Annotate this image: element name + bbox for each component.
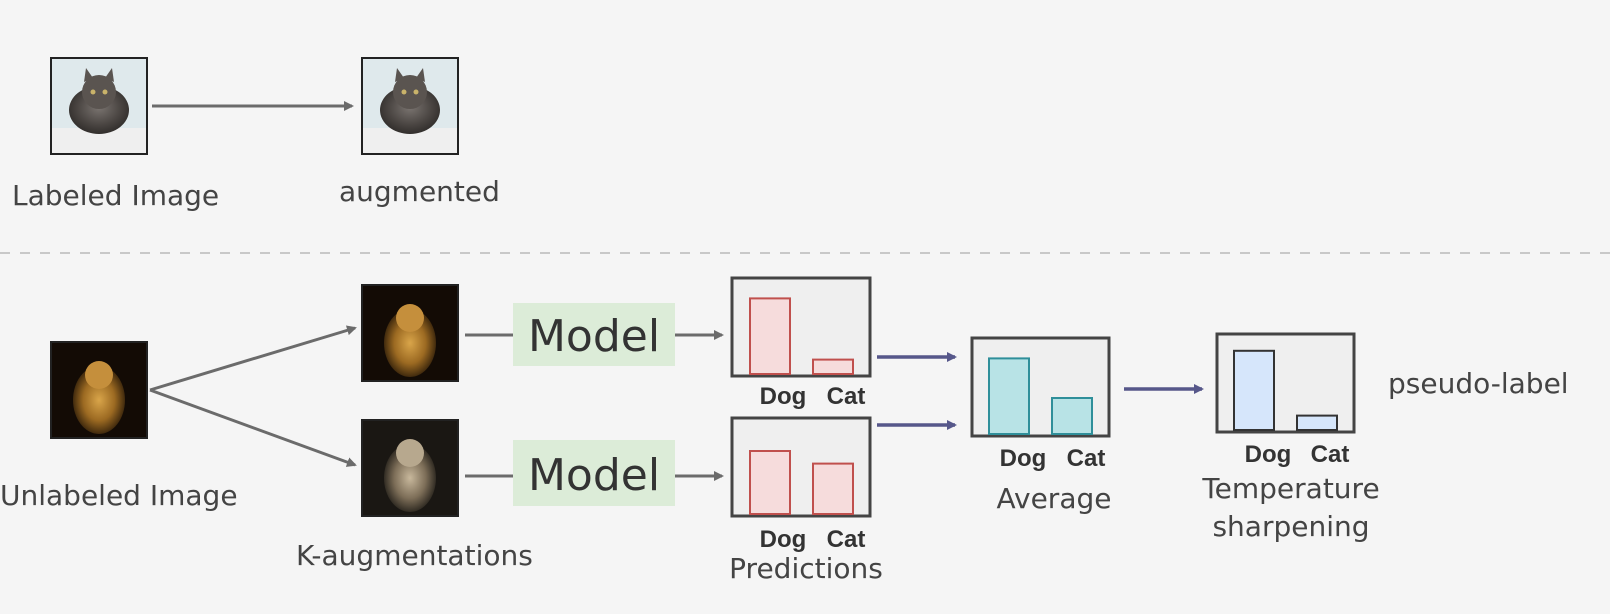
prediction-chart-1-bars — [749, 297, 854, 376]
augmentation-2-image — [361, 419, 459, 517]
predictions-label: Predictions — [729, 552, 883, 585]
model-label-1: Model — [528, 311, 660, 362]
sharpened-bar-dog — [1233, 349, 1275, 431]
average-bar-dog — [988, 357, 1030, 435]
prediction-1-bar-dog — [749, 297, 791, 375]
model-box-1 — [513, 303, 675, 366]
k-augmentations-label: K-augmentations — [296, 539, 533, 572]
augmentation-1-image — [361, 284, 459, 382]
prediction-2-bar-dog — [749, 450, 791, 515]
model-label-2: Model — [528, 450, 660, 501]
sharpening-label: sharpening — [1212, 510, 1369, 543]
augmented-image — [361, 57, 459, 155]
branch-arrow-1 — [149, 325, 357, 392]
average-cat-label: Cat — [1067, 445, 1106, 472]
prediction-chart-2-bars — [749, 450, 854, 516]
prediction-2-dog-label: Dog — [760, 526, 807, 553]
augmented-label: augmented — [339, 175, 500, 208]
average-bar-cat — [1051, 397, 1093, 435]
sharpened-chart-bars — [1233, 349, 1338, 432]
average-label: Average — [997, 482, 1112, 515]
branch-arrow-2 — [149, 388, 357, 467]
temperature-label: Temperature — [1201, 472, 1379, 505]
average-dog-label: Dog — [1000, 445, 1047, 472]
pseudo-label-label: pseudo-label — [1388, 367, 1569, 400]
sharpened-cat-label: Cat — [1311, 441, 1350, 468]
prediction-2-cat-label: Cat — [827, 526, 866, 553]
model-box-2 — [513, 440, 675, 506]
prediction-1-dog-label: Dog — [760, 383, 807, 410]
average-chart-bars — [988, 357, 1093, 435]
unlabeled-image-label: Unlabeled Image — [0, 479, 238, 512]
prediction-2-bar-cat — [812, 462, 854, 516]
labeled-image — [50, 57, 148, 155]
prediction-1-bar-cat — [812, 358, 854, 376]
labeled-image-label: Labeled Image — [12, 179, 219, 212]
sharpened-bar-cat — [1296, 414, 1338, 432]
unlabeled-image — [50, 341, 148, 439]
prediction-1-cat-label: Cat — [827, 383, 866, 410]
sharpened-dog-label: Dog — [1245, 441, 1292, 468]
